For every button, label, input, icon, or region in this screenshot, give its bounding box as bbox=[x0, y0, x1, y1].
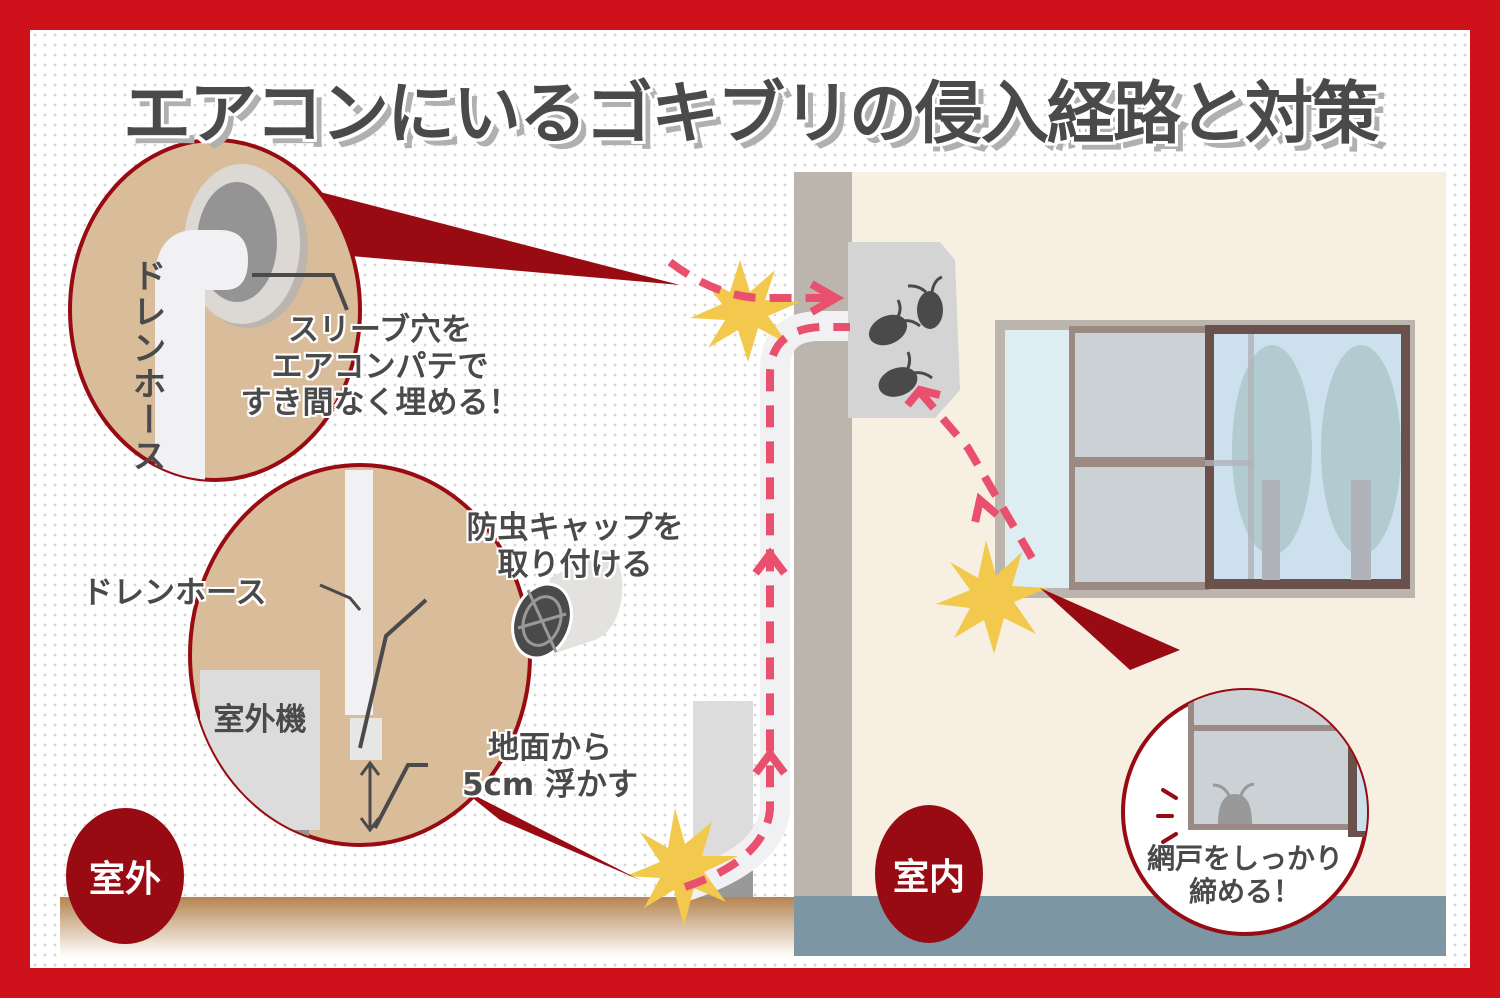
sleeve-tip-line-1: スリーブ穴を bbox=[287, 312, 473, 348]
sleeve-tip-line-3: すき間なく埋める！ bbox=[240, 385, 520, 422]
outdoor-unit-label: 室外機 bbox=[213, 702, 307, 738]
gap-tip-line-2: 5cm 浮かす bbox=[461, 766, 639, 803]
window-tip: 網戸をしっかり 締める！ bbox=[1115, 842, 1375, 908]
double-arrow-icon bbox=[359, 760, 381, 833]
zoom-circle-outdoor bbox=[188, 463, 532, 847]
indoor-badge: 室内 bbox=[875, 805, 983, 943]
window-tip-line-1: 網戸をしっかり bbox=[1146, 842, 1343, 875]
outdoor-hose-label: ドレンホース bbox=[82, 575, 267, 611]
cockroach-icon bbox=[868, 275, 943, 397]
dashed-arrow-icon bbox=[667, 258, 1036, 891]
zoom-circle-sleeve bbox=[68, 138, 362, 482]
callout-wedge-window bbox=[1040, 588, 1180, 670]
scene-illustration bbox=[60, 138, 1446, 957]
cap-tip-line-1: 防虫キャップを bbox=[466, 510, 684, 546]
page-title: エアコンにいるゴキブリの侵入経路と対策 bbox=[122, 75, 1379, 154]
callout-wedge-outdoor bbox=[460, 788, 640, 880]
cap-tip: 防虫キャップを 取り付ける bbox=[425, 510, 725, 583]
gap-tip-line-1: 地面から bbox=[488, 730, 612, 766]
insect-cap-icon bbox=[511, 550, 623, 660]
outdoor-badge: 室外 bbox=[66, 808, 184, 944]
sleeve-tip: スリーブ穴を エアコンパテで すき間なく埋める！ bbox=[230, 312, 530, 422]
infographic-canvas: エアコンにいるゴキブリの侵入経路と対策 ドレンホース スリーブ穴を エアコンパテ… bbox=[30, 30, 1470, 968]
sleeve-hose-label: ドレンホース bbox=[126, 258, 166, 474]
sleeve-tip-line-2: エアコンパテで bbox=[271, 348, 489, 385]
burst-icon bbox=[626, 260, 1048, 926]
gap-tip: 地面から 5cm 浮かす bbox=[430, 730, 670, 803]
cap-tip-line-2: 取り付ける bbox=[497, 546, 653, 583]
ground-outdoor bbox=[60, 897, 800, 957]
window bbox=[995, 320, 1415, 598]
window-tip-line-2: 締める！ bbox=[1188, 875, 1301, 909]
callout-wedge-sleeve bbox=[320, 192, 680, 285]
